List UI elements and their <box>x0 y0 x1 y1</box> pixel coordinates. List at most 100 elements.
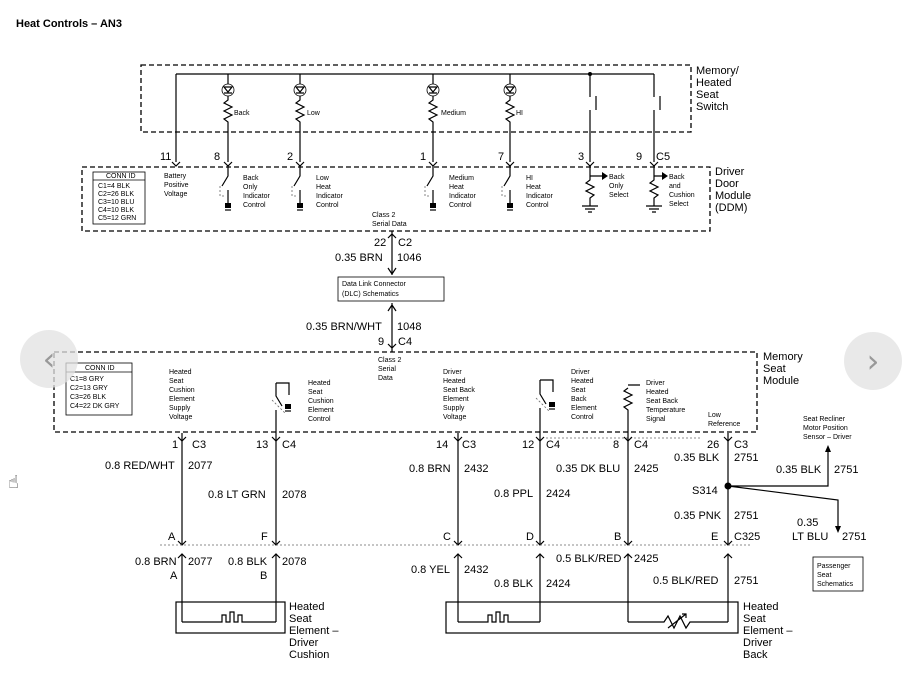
svg-text:Signal: Signal <box>646 416 666 423</box>
svg-text:22: 22 <box>374 237 386 249</box>
svg-text:Heat: Heat <box>316 184 331 191</box>
svg-text:LT BLU: LT BLU <box>792 531 828 543</box>
ddm-conn-id-table: CONN ID C1=4 BLK C2=26 BLK C3=10 BLU C4=… <box>92 171 146 225</box>
svg-text:Back: Back <box>609 174 625 181</box>
hand-pointer-icon: ☝ <box>8 472 19 493</box>
svg-text:9: 9 <box>636 151 642 163</box>
svg-text:Seat: Seat <box>169 378 183 385</box>
svg-text:Positive: Positive <box>164 182 189 189</box>
svg-text:S314: S314 <box>692 485 718 497</box>
svg-text:0.35 BRN/WHT: 0.35 BRN/WHT <box>306 321 382 333</box>
svg-text:Heated: Heated <box>443 378 466 385</box>
svg-text:0.8 BLK: 0.8 BLK <box>494 578 534 590</box>
svg-text:Seat Recliner: Seat Recliner <box>803 416 846 423</box>
svg-text:Indicator: Indicator <box>243 193 271 200</box>
heated-seat-element-back: Heated Seat Element – Driver Back <box>445 601 793 661</box>
svg-text:Heated: Heated <box>696 77 731 89</box>
svg-text:2751: 2751 <box>834 464 858 476</box>
svg-text:C1=8 GRY: C1=8 GRY <box>70 376 104 383</box>
svg-text:2078: 2078 <box>282 556 306 568</box>
svg-text:Serial Data: Serial Data <box>372 221 407 228</box>
svg-text:HI: HI <box>516 110 523 117</box>
svg-text:8: 8 <box>214 151 220 163</box>
svg-text:Only: Only <box>243 184 258 191</box>
svg-text:C4: C4 <box>634 439 648 451</box>
svg-text:2425: 2425 <box>634 553 658 565</box>
svg-text:C4=10 BLK: C4=10 BLK <box>98 207 134 214</box>
svg-text:C4=22 DK GRY: C4=22 DK GRY <box>70 403 120 410</box>
previous-arrow-icon[interactable]: ‹ <box>20 330 78 388</box>
svg-text:Reference: Reference <box>708 421 740 428</box>
svg-text:2: 2 <box>287 151 293 163</box>
svg-text:0.8 YEL: 0.8 YEL <box>411 564 450 576</box>
svg-text:Module: Module <box>715 190 751 202</box>
svg-text:Indicator: Indicator <box>526 193 554 200</box>
driver-door-module: Driver Door Module (DDM) CONN ID C1=4 BL… <box>81 151 751 232</box>
led-medium: Medium <box>426 74 466 162</box>
svg-text:11: 11 <box>160 151 171 163</box>
svg-text:Element: Element <box>308 407 334 414</box>
led-low: Low <box>293 74 321 162</box>
page-title: Heat Controls – AN3 <box>16 18 122 30</box>
svg-text:Control: Control <box>449 202 472 209</box>
svg-text:C: C <box>443 531 451 543</box>
led-hi: HI <box>503 74 523 162</box>
svg-text:Element: Element <box>169 396 195 403</box>
svg-text:Cushion: Cushion <box>669 192 695 199</box>
svg-text:0.35 DK BLU: 0.35 DK BLU <box>556 463 620 475</box>
svg-text:Sensor – Driver: Sensor – Driver <box>803 434 852 441</box>
svg-text:1: 1 <box>172 439 178 451</box>
next-arrow-icon[interactable]: › <box>844 332 902 390</box>
svg-text:Element: Element <box>571 405 597 412</box>
svg-text:C4: C4 <box>546 439 560 451</box>
svg-text:Control: Control <box>526 202 549 209</box>
svg-text:CONN ID: CONN ID <box>85 365 115 372</box>
svg-text:0.8 LT GRN: 0.8 LT GRN <box>208 489 266 501</box>
svg-text:9: 9 <box>378 336 384 348</box>
svg-text:Select: Select <box>669 201 689 208</box>
svg-text:Seat Back: Seat Back <box>646 398 678 405</box>
svg-text:Heated: Heated <box>308 380 331 387</box>
svg-text:Heated: Heated <box>571 378 594 385</box>
svg-text:Driver: Driver <box>289 637 319 649</box>
svg-text:Passenger: Passenger <box>817 563 851 570</box>
svg-text:2078: 2078 <box>282 489 306 501</box>
svg-text:B: B <box>614 531 621 543</box>
svg-text:Schematics: Schematics <box>817 581 854 588</box>
svg-text:(DLC) Schematics: (DLC) Schematics <box>342 291 399 298</box>
svg-text:Supply: Supply <box>169 405 191 412</box>
svg-text:Cushion: Cushion <box>169 387 195 394</box>
svg-text:Module: Module <box>763 375 799 387</box>
svg-text:0.8 PPL: 0.8 PPL <box>494 488 533 500</box>
svg-text:Voltage: Voltage <box>164 191 187 198</box>
svg-text:Class 2: Class 2 <box>378 357 401 364</box>
svg-text:Seat: Seat <box>289 613 312 625</box>
svg-text:Low: Low <box>708 412 722 419</box>
svg-text:C2=13 GRY: C2=13 GRY <box>70 385 108 392</box>
svg-text:Back: Back <box>243 175 259 182</box>
svg-text:Control: Control <box>316 202 339 209</box>
svg-text:Medium: Medium <box>449 175 474 182</box>
svg-text:Heated: Heated <box>743 601 778 613</box>
svg-text:CONN ID: CONN ID <box>106 173 136 180</box>
memory-heated-seat-switch: Memory/ Heated Seat Switch Back Low Medi… <box>140 64 740 162</box>
svg-text:C3: C3 <box>192 439 206 451</box>
svg-text:0.8 BLK: 0.8 BLK <box>228 556 268 568</box>
svg-text:2751: 2751 <box>734 510 758 522</box>
svg-text:Control: Control <box>308 416 331 423</box>
svg-text:Switch: Switch <box>696 101 728 113</box>
svg-text:3: 3 <box>578 151 584 163</box>
svg-text:Heated: Heated <box>289 601 324 613</box>
svg-text:Driver: Driver <box>646 380 665 387</box>
svg-text:C3: C3 <box>462 439 476 451</box>
svg-text:Low: Low <box>307 110 321 117</box>
svg-text:C4: C4 <box>398 336 412 348</box>
svg-text:2751: 2751 <box>734 575 758 587</box>
svg-text:Indicator: Indicator <box>316 193 344 200</box>
svg-text:Motor Position: Motor Position <box>803 425 848 432</box>
